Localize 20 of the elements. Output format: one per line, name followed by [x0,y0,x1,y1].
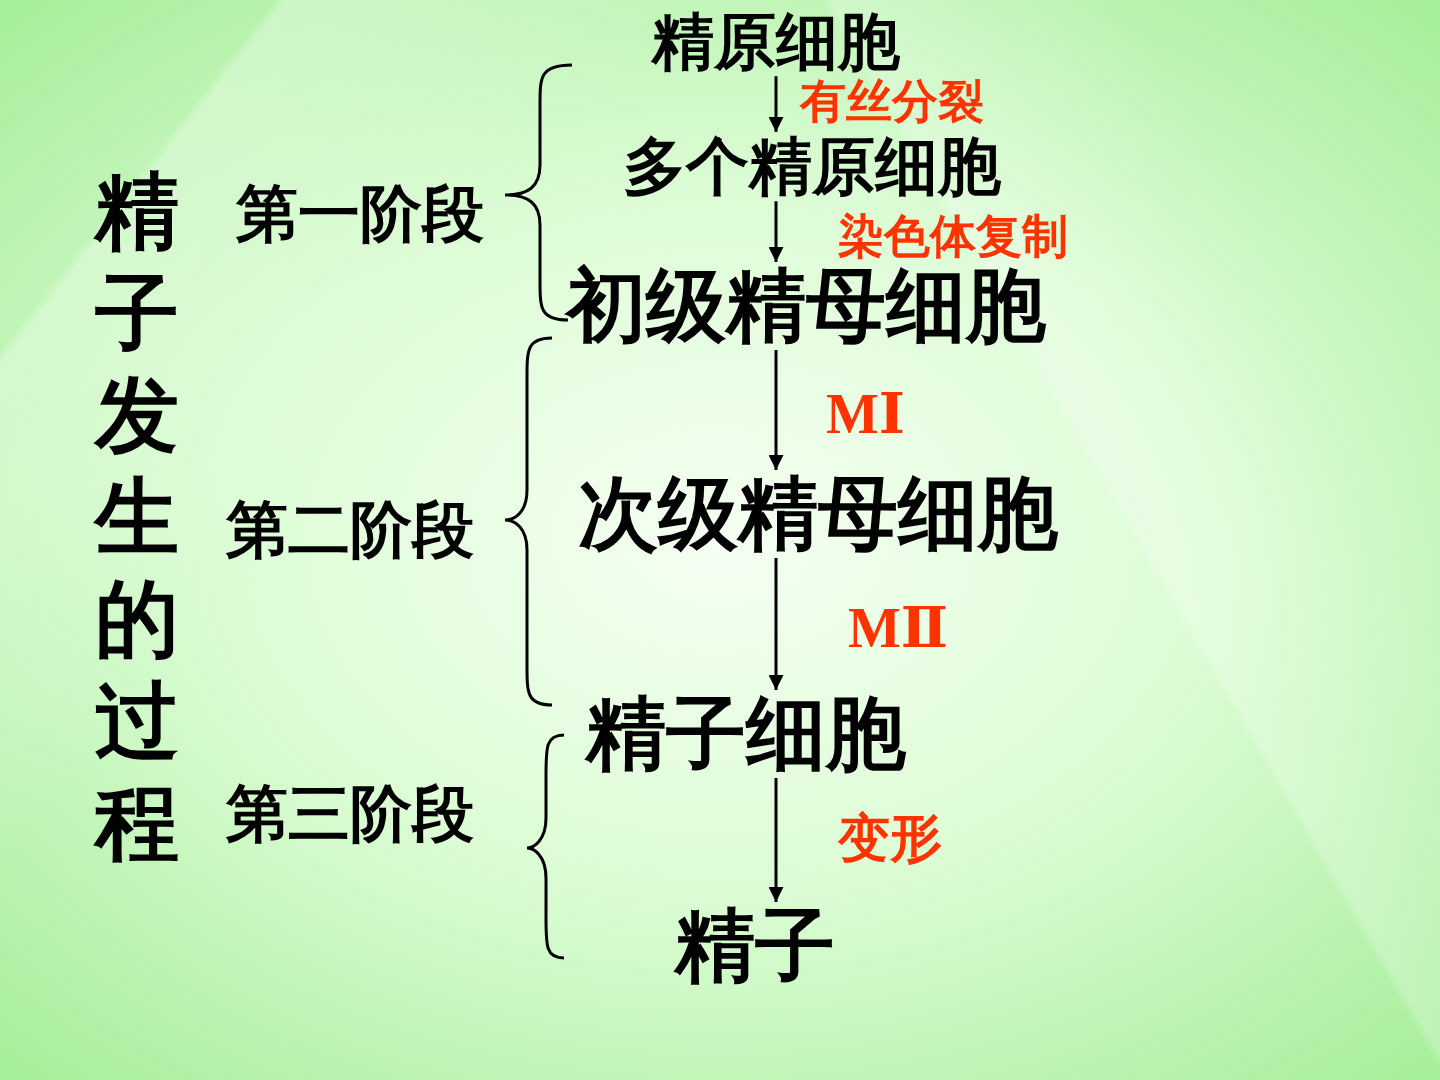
cell-name: 精子细胞 [586,690,906,778]
cell-name: 初级精母细胞 [566,262,1046,350]
edge-label: 染色体复制 [838,211,1068,262]
edge-label: MⅡ [848,598,949,660]
arrow [768,558,784,690]
arrow [768,778,784,902]
vertical-title: 精子发生的过程 [94,161,180,874]
stage-label: 第二阶段 [226,496,474,565]
cell-name: 精原细胞 [652,8,900,77]
stage-label: 第一阶段 [236,180,484,249]
edge-label: 有丝分裂 [800,76,984,127]
cell-name: 次级精母细胞 [578,470,1058,558]
stage-label: 第三阶段 [226,780,474,849]
arrow [768,350,784,470]
arrow [768,201,784,262]
cell-name: 精子 [675,902,835,990]
edge-label: 变形 [838,810,942,868]
cell-name: 多个精原细胞 [623,132,1001,202]
arrow [768,76,784,132]
edge-label: MⅠ [826,384,906,446]
